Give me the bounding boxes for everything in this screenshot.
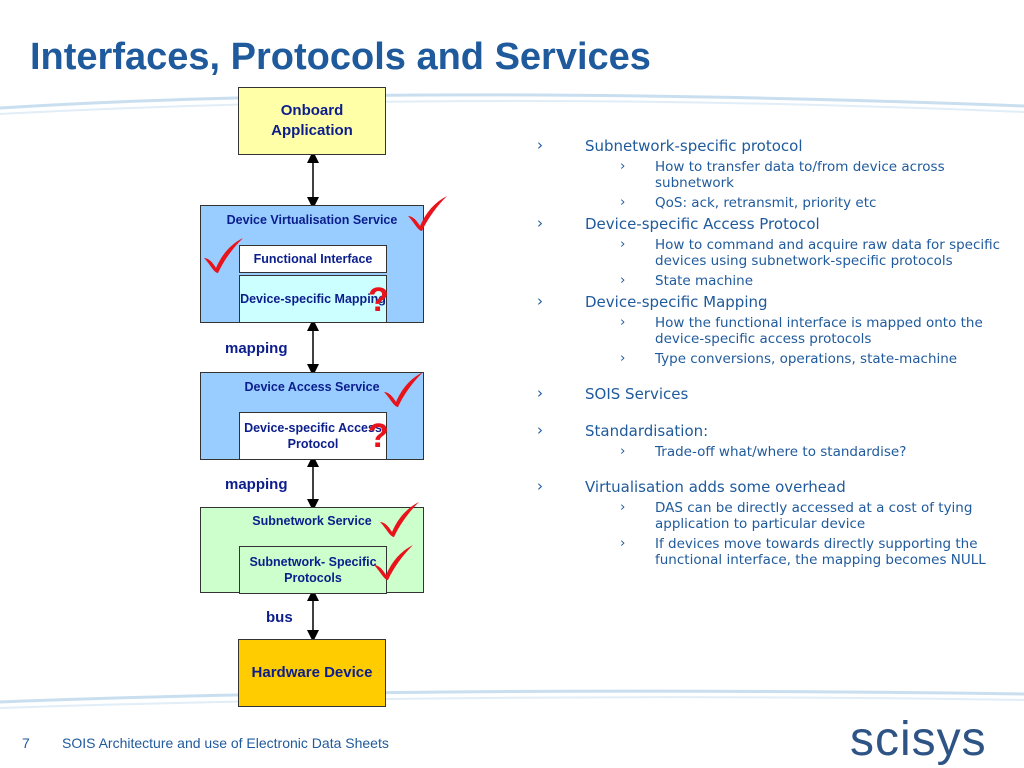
footer-text: SOIS Architecture and use of Electronic … [62,735,389,751]
sub-bullet-item: How the functional interface is mapped o… [537,314,1007,347]
bullet-item: Device-specific Mapping How the function… [537,292,1007,367]
sub-bullet-item: How to command and acquire raw data for … [537,236,1007,269]
sub-bullet-text: Type conversions, operations, state-mach… [655,351,958,367]
subnetwork-specific-protocols-box: Subnetwork- Specific Protocols [239,546,387,594]
bullet-item: Device-specific Access Protocol How to c… [537,214,1007,289]
bus-label: bus [266,609,293,626]
mapping-label: mapping [225,476,288,493]
bullet-text: Virtualisation adds some overhead [585,478,846,496]
functional-interface-box: Functional Interface [239,245,387,273]
sub-bullet-text: State machine [655,273,754,289]
sub-bullet-item: How to transfer data to/from device acro… [537,158,1007,191]
bullet-text: Device-specific Mapping [585,293,768,311]
device-access-service-title: Device Access Service [244,380,380,394]
header-swoosh [0,93,1024,115]
bullet-list: Subnetwork-specific protocol How to tran… [537,134,1007,572]
mapping-label: mapping [225,340,288,357]
bullet-text: Standardisation: [585,422,709,440]
question-mark-icon: ? [368,281,389,319]
hardware-device-box: Hardware Device [238,639,386,707]
sub-bullet-text: How to transfer data to/from device acro… [655,159,945,191]
sub-bullet-item: DAS can be directly accessed at a cost o… [537,499,1007,532]
slide-title: Interfaces, Protocols and Services [30,36,651,78]
device-specific-access-protocol-box: Device-specific Access Protocol [239,412,387,460]
sub-bullet-text: DAS can be directly accessed at a cost o… [655,500,973,532]
sub-bullet-text: How the functional interface is mapped o… [655,315,983,347]
page-number: 7 [22,735,30,751]
bullet-item: Subnetwork-specific protocol How to tran… [537,136,1007,211]
check-mark-icon [384,372,423,407]
onboard-application-box: Onboard Application [238,87,386,155]
sub-bullet-text: Trade-off what/where to standardise? [655,444,907,460]
bullet-text: Device-specific Access Protocol [585,215,820,233]
device-virtualisation-service-box: Device Virtualisation Service Functional… [200,205,424,323]
sub-bullet-text: How to command and acquire raw data for … [655,237,1001,269]
sub-bullet-item: QoS: ack, retransmit, priority etc [537,194,1007,211]
bullet-text: SOIS Services [585,385,689,403]
sub-bullet-text: If devices move towards directly support… [655,536,986,568]
device-access-service-box: Device Access Service Device-specific Ac… [200,372,424,460]
check-mark-icon [380,502,419,537]
subnetwork-service-title: Subnetwork Service [252,514,372,528]
check-mark-icon [408,196,447,231]
scisys-logo: scisys [850,713,987,766]
sub-bullet-text: QoS: ack, retransmit, priority etc [655,195,877,211]
sub-bullet-item: State machine [537,272,1007,289]
bullet-item: SOIS Services [537,384,1007,404]
check-mark-icon [374,545,413,580]
bullet-text: Subnetwork-specific protocol [585,137,803,155]
device-specific-mapping-box: Device-specific Mapping [239,275,387,323]
subnetwork-service-box: Subnetwork Service Subnetwork- Specific … [200,507,424,594]
bullet-item: Virtualisation adds some overhead DAS ca… [537,477,1007,568]
sub-bullet-item: Trade-off what/where to standardise? [537,443,1007,460]
sub-bullet-item: Type conversions, operations, state-mach… [537,350,1007,367]
check-mark-icon [204,238,243,273]
bullet-item: Standardisation: Trade-off what/where to… [537,421,1007,460]
device-virtualisation-service-title: Device Virtualisation Service [226,213,398,227]
question-mark-icon: ? [368,417,389,455]
sub-bullet-item: If devices move towards directly support… [537,535,1007,568]
